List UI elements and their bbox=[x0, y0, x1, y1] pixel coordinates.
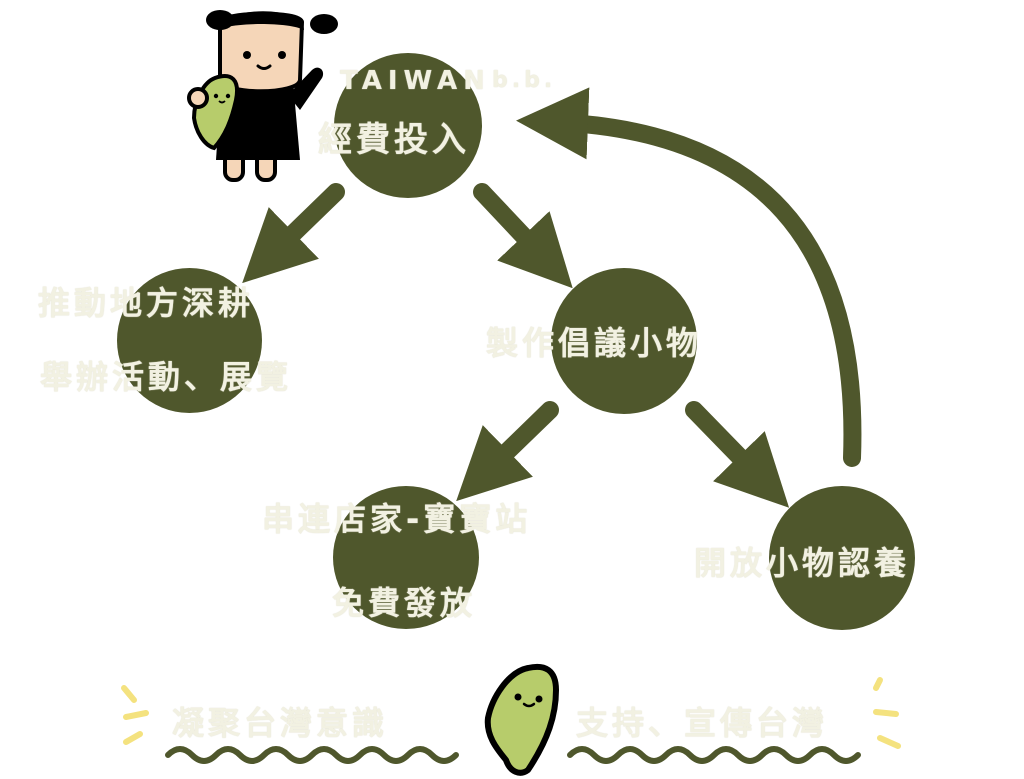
node-label-adoption: 開放小物認養 bbox=[694, 544, 911, 582]
arrow-items-to-stores bbox=[456, 401, 559, 502]
node-local-events bbox=[117, 268, 262, 413]
node-label-stores-line1: 串連店家-寶寶站 bbox=[262, 500, 532, 538]
brand-taiwan-text: TAIWAN bbox=[340, 66, 491, 96]
mascot-girl-icon bbox=[187, 10, 338, 182]
node-label-advocacy: 製作倡議小物 bbox=[486, 324, 703, 362]
sparkle-left-icon bbox=[121, 685, 149, 745]
arrow-funding-to-items bbox=[473, 183, 573, 289]
arrow-funding-to-local bbox=[242, 183, 345, 284]
node-funding bbox=[334, 53, 482, 198]
footer-slogan-right: 支持、宣傳台灣 bbox=[576, 704, 829, 742]
arrow-adoption-to-funding bbox=[516, 87, 862, 467]
wavy-underline-right bbox=[567, 746, 861, 764]
node-label-local-line1: 推動地方深耕 bbox=[38, 284, 255, 322]
footer-slogan-left: 凝聚台灣意識 bbox=[172, 704, 389, 742]
node-stores bbox=[333, 486, 479, 629]
brand-bb-text: b.b. bbox=[492, 68, 557, 93]
node-label-funding: 經費投入 bbox=[318, 120, 470, 160]
node-advocacy-items bbox=[551, 268, 697, 414]
sparkle-right-icon bbox=[873, 677, 901, 749]
arrow-items-to-adoption bbox=[685, 401, 790, 508]
node-label-stores-line2: 免費發放 bbox=[332, 584, 477, 622]
node-label-local-line2: 舉辦活動、展覽 bbox=[40, 358, 293, 396]
node-open-adoption bbox=[769, 486, 915, 630]
taiwan-island-icon bbox=[484, 663, 559, 776]
wavy-underline-left bbox=[165, 746, 459, 764]
